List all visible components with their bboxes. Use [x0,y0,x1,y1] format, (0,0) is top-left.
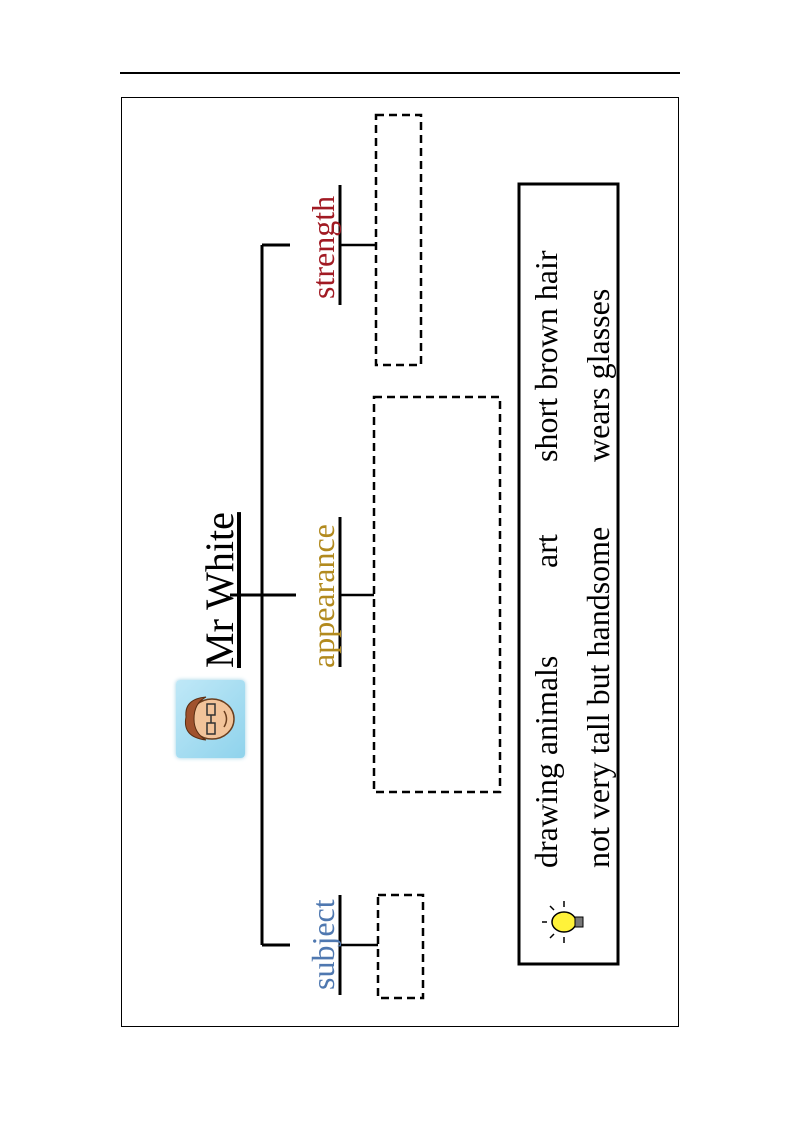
subject-answer-box[interactable] [376,893,425,1000]
appearance-answer-box[interactable] [372,395,502,794]
teacher-avatar-icon [176,680,245,758]
category-label-appearance: appearance [305,524,341,668]
strength-answer-box[interactable] [374,113,423,367]
word-bank-box [517,182,620,966]
person-name: Mr White [197,512,242,668]
word-bank-item: drawing animals [528,655,564,868]
word-bank-item: not very tall but handsome [580,526,616,868]
category-label-subject: subject [305,899,341,990]
category-label-strength: strength [305,195,341,299]
lightbulb-icon [542,901,584,943]
word-bank-item: short brown hair [528,250,564,462]
mind-map-frame [121,97,679,1027]
word-bank-item: wears glasses [580,288,616,462]
word-bank-item: art [528,534,564,568]
header-rule [120,72,680,74]
